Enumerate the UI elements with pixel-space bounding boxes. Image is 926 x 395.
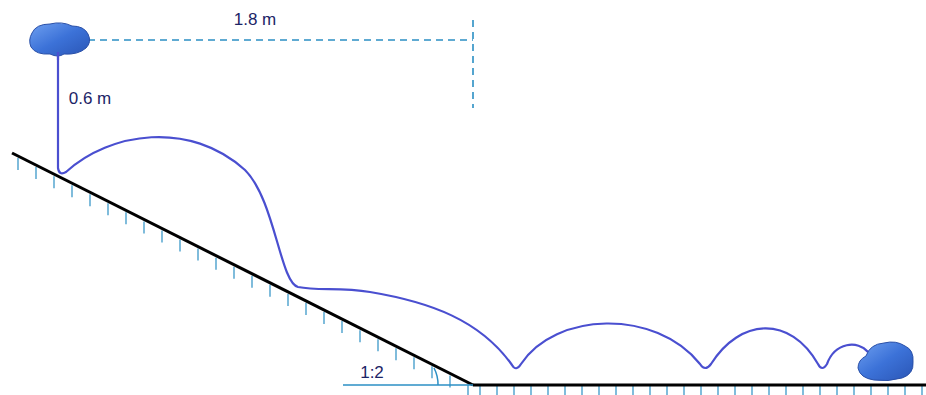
hatch-tick (233, 267, 234, 279)
hatch-tick (734, 386, 735, 395)
hatch-tick (125, 212, 126, 224)
hatch-tick (323, 312, 324, 324)
hatch-tick (768, 386, 769, 395)
hatch-tick (496, 386, 497, 395)
hatch-tick (581, 386, 582, 395)
hatch-tick (802, 386, 803, 395)
hatch-tick (287, 294, 288, 306)
rock-start (30, 23, 90, 56)
dimension-label: 1.8 m (234, 11, 277, 28)
horizontal-reference (343, 384, 473, 386)
hatch-tick (53, 176, 54, 188)
hatch-tick (89, 194, 90, 206)
hatch-tick (564, 386, 565, 395)
rock-end (858, 342, 913, 381)
hatch-tick (598, 386, 599, 395)
hatch-tick (467, 384, 468, 395)
hatch-tick (269, 285, 270, 297)
hatch-tick (785, 386, 786, 395)
hatch-tick (717, 386, 718, 395)
hatch-tick (161, 230, 162, 242)
hatch-tick (305, 303, 306, 315)
rock-drop (57, 52, 59, 60)
hatch-tick (836, 386, 837, 395)
hatch-tick (107, 203, 108, 215)
hatch-tick (395, 348, 396, 360)
angle-arc (434, 368, 438, 385)
horizontal-dimension-line (88, 39, 473, 41)
hatch-tick (377, 339, 378, 351)
hatch-tick (751, 386, 752, 395)
hatch-tick (904, 386, 905, 395)
hatch-tick (341, 321, 342, 333)
hatch-tick (251, 276, 252, 288)
hatch-tick (479, 386, 480, 395)
hatch-tick (853, 386, 854, 395)
hatch-tick (683, 386, 684, 395)
hatch-tick (215, 258, 216, 270)
trajectory-path (58, 52, 868, 368)
hatch-tick (819, 386, 820, 395)
hatch-tick (71, 185, 72, 197)
hatch-tick (921, 386, 922, 395)
hatch-tick (649, 386, 650, 395)
hatch-tick (431, 366, 432, 378)
hatch-tick (513, 386, 514, 395)
hatch-tick (413, 357, 414, 369)
hatch-tick (666, 386, 667, 395)
hatch-tick (547, 386, 548, 395)
hatch-tick (179, 240, 180, 252)
vertical-reference-line (472, 20, 474, 108)
dimension-label: 0.6 m (69, 90, 112, 107)
ground-hatching (18, 158, 922, 395)
hatch-tick (197, 249, 198, 261)
hatch-tick (887, 386, 888, 395)
slope-ratio-label: 1:2 (360, 364, 384, 381)
hatch-tick (632, 386, 633, 395)
hatch-tick (615, 386, 616, 395)
ground-line (473, 384, 926, 387)
hatch-tick (700, 386, 701, 395)
slope-line (12, 153, 473, 385)
hatch-tick (143, 221, 144, 233)
hatch-tick (35, 167, 36, 179)
hatch-tick (530, 386, 531, 395)
hatch-tick (17, 158, 18, 170)
hatch-tick (870, 386, 871, 395)
hatch-tick (359, 330, 360, 342)
